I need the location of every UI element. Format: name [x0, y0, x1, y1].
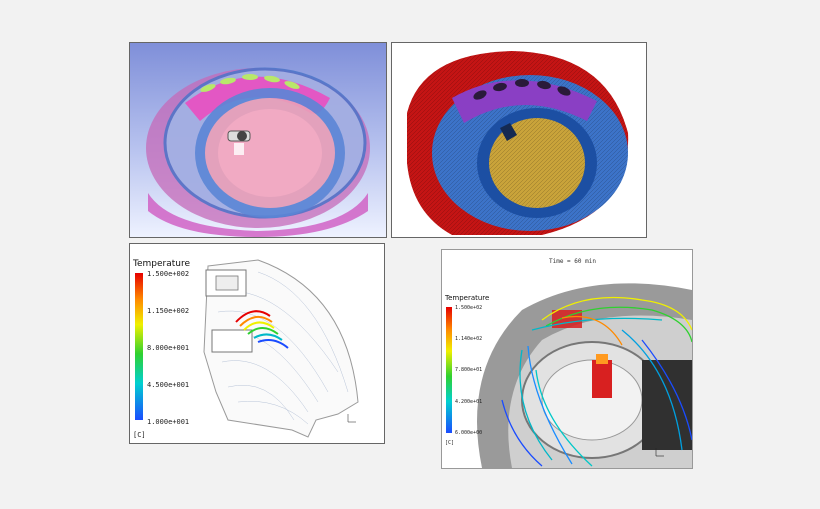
legend-tick-3: 8.000e+001	[147, 344, 190, 352]
legend-title-3d: Temperature	[445, 294, 490, 302]
color-scale-bar	[135, 273, 143, 420]
lamp-mesh-view	[391, 42, 647, 238]
color-scale-bar-3d	[446, 307, 452, 433]
time-label: Time = 60 min	[549, 258, 596, 265]
temperature-cross-section: Temperature 1.500e+002 1.150e+002 8.000e…	[129, 243, 385, 444]
lamp-housing-render	[146, 67, 370, 237]
legend-unit: [C]	[133, 431, 146, 439]
legend-tick-3d-max: 1.500e+02	[455, 305, 483, 311]
legend-tick-3d-4: 4.200e+01	[455, 399, 483, 405]
legend-tick-2: 1.150e+002	[147, 307, 190, 315]
lamp-mesh-render	[407, 51, 629, 235]
streamline-render	[477, 283, 692, 468]
legend-unit-3d: [C]	[445, 440, 455, 446]
legend-tick-3d-3: 7.800e+01	[455, 367, 483, 373]
legend-tick-4: 4.500e+001	[147, 381, 190, 389]
cross-section-plot	[203, 259, 359, 438]
legend-tick-max: 1.500e+002	[147, 270, 190, 278]
legend-tick-min: 1.000e+001	[147, 418, 190, 426]
legend-tick-3d-min: 6.000e+00	[455, 430, 483, 436]
lamp-housing-cad-view	[129, 42, 387, 238]
temperature-streamline-3d-view: Time = 60 min Temperature 1.500e+02 1.1	[441, 249, 693, 469]
legend-tick-3d-2: 1.140e+02	[455, 336, 483, 342]
legend-title: Temperature	[133, 259, 191, 269]
